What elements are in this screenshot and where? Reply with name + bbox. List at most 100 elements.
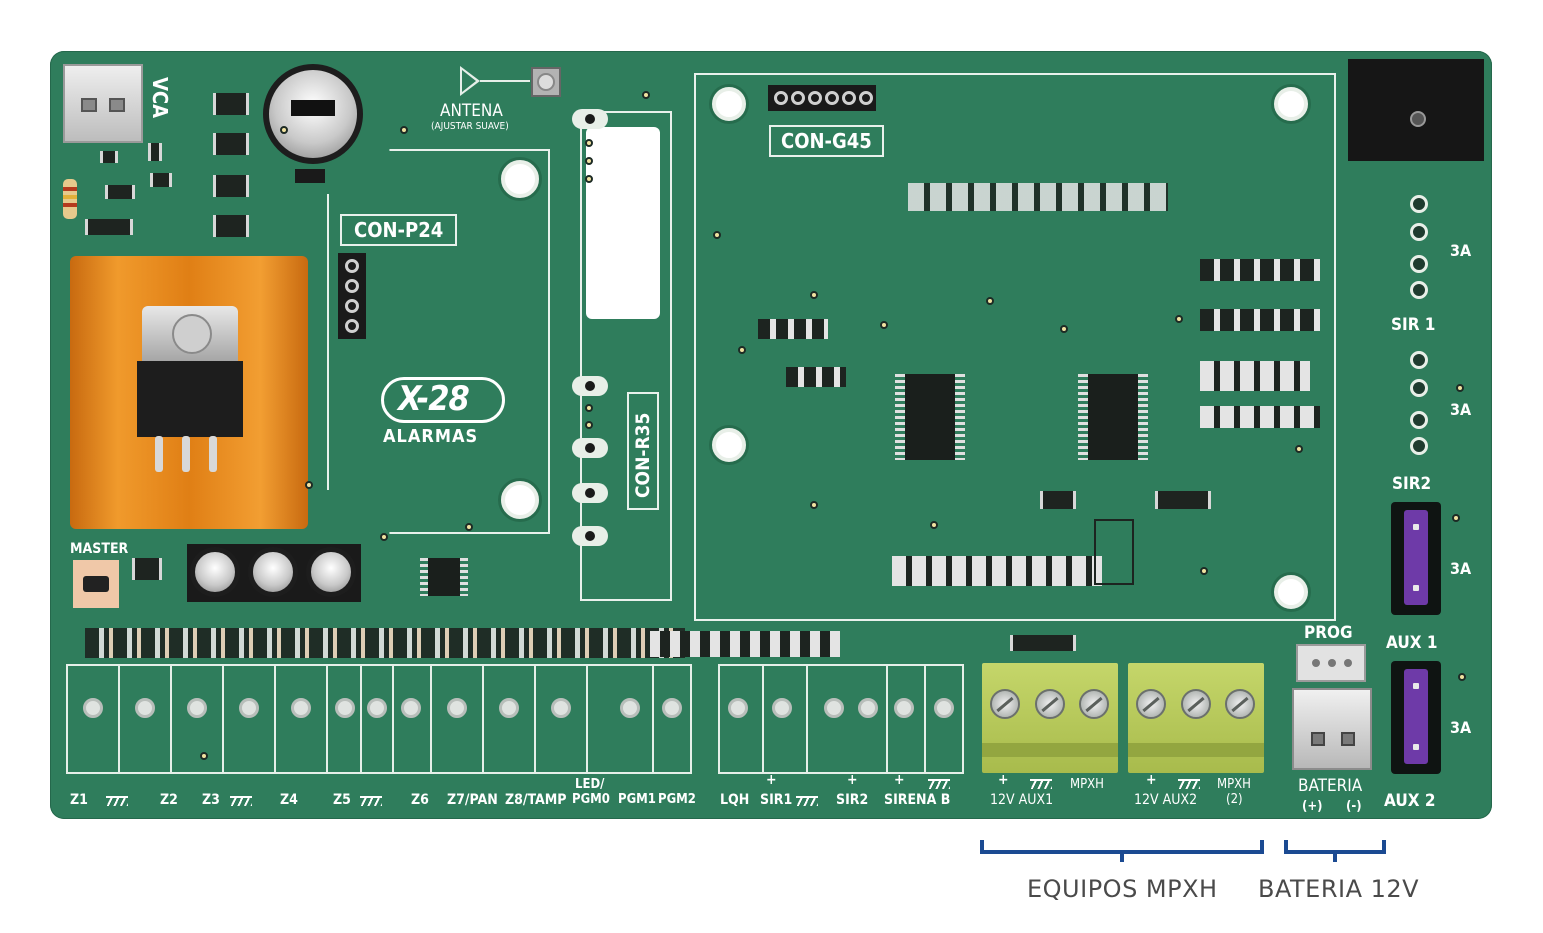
vca-connector[interactable]: [63, 64, 143, 143]
sir1-pads: [1407, 191, 1433, 301]
con-r35-white-block: [586, 127, 660, 319]
terminal-screw[interactable]: [772, 698, 792, 718]
fuse-rating-2: 3A: [1450, 400, 1472, 419]
terminal-screw[interactable]: [499, 698, 519, 718]
con-g45-header[interactable]: [768, 85, 876, 111]
smd-row: [85, 628, 685, 658]
terminal-sirena-b: SIRENA B: [884, 792, 951, 808]
terminal-z8tamp: Z8/TAMP: [505, 792, 567, 808]
terminal-screw[interactable]: [551, 698, 571, 718]
brand-logo: X-28: [381, 377, 505, 423]
con-r35-label-box: CON-R35: [627, 392, 659, 510]
ground-icon: [360, 796, 382, 806]
main-electrolytic-capacitor: [263, 64, 363, 164]
terminal-screw[interactable]: [620, 698, 640, 718]
diode: [213, 215, 249, 237]
dc-jack[interactable]: [1348, 59, 1484, 161]
terminal-plus: +: [847, 772, 858, 788]
smd-part: [150, 173, 172, 187]
ground-icon: [928, 779, 950, 789]
ground-icon: [106, 796, 128, 806]
terminal-screw[interactable]: [662, 698, 682, 718]
sir2-pads: [1407, 347, 1433, 457]
smd-part: [1155, 491, 1211, 509]
mpxh2-plus: +: [1146, 772, 1157, 788]
terminal-sir2: SIR2: [836, 792, 869, 808]
smd-part: [1010, 635, 1076, 651]
con-r35-module-outline: [580, 111, 672, 601]
con-p24-header[interactable]: [338, 253, 366, 339]
antenna-screw-terminal[interactable]: [531, 67, 561, 97]
terminal-screw[interactable]: [728, 698, 748, 718]
terminal-plus: +: [766, 772, 777, 788]
smd-part: [85, 219, 133, 235]
terminal-screw[interactable]: [135, 698, 155, 718]
smd-part: [105, 185, 135, 199]
bateria-label: BATERIA: [1298, 776, 1363, 796]
small-ic: [420, 558, 468, 596]
heatsink: [70, 256, 308, 529]
con-p24-module-outline: [327, 149, 550, 534]
terminal-screw[interactable]: [239, 698, 259, 718]
diode: [213, 175, 249, 197]
battery-connector[interactable]: [1292, 688, 1372, 770]
terminal-z1: Z1: [70, 792, 88, 808]
terminal-z2: Z2: [160, 792, 178, 808]
antena-label: ANTENA: [440, 101, 503, 121]
aux1-fuse-label: AUX 1: [1386, 633, 1438, 653]
mpxh-aux1-screw[interactable]: [1035, 689, 1065, 719]
ground-icon: [1178, 779, 1200, 789]
sir2-fuse-label: SIR2: [1392, 474, 1432, 494]
terminal-z6: Z6: [411, 792, 429, 808]
terminal-screw[interactable]: [447, 698, 467, 718]
terminal-strip-right: [718, 664, 964, 774]
terminal-screw[interactable]: [367, 698, 387, 718]
prog-connector[interactable]: [1296, 644, 1366, 682]
terminal-screw[interactable]: [894, 698, 914, 718]
terminal-sir1: SIR1: [760, 792, 793, 808]
fuse-rating-1: 3A: [1450, 241, 1472, 260]
con-g45-label: CON-G45: [769, 125, 884, 157]
capacitor-leg: [295, 169, 325, 183]
microcontroller-ic: [1078, 374, 1148, 460]
terminal-screw[interactable]: [824, 698, 844, 718]
fuse-rating-4: 3A: [1450, 718, 1472, 737]
terminal-screw[interactable]: [335, 698, 355, 718]
ground-icon: [1030, 779, 1052, 789]
terminal-screw[interactable]: [934, 698, 954, 718]
master-label: MASTER: [70, 541, 129, 557]
smd-row: [1200, 361, 1310, 391]
aux1-fuse[interactable]: [1391, 502, 1441, 615]
terminal-pgm0: PGM0: [572, 792, 610, 807]
diode: [213, 93, 249, 115]
mpxh-aux1-screw[interactable]: [990, 689, 1020, 719]
mpxh-aux2-screw[interactable]: [1225, 689, 1255, 719]
antena-note: (AJUSTAR SUAVE): [431, 121, 509, 132]
mpxh-aux1-screw[interactable]: [1079, 689, 1109, 719]
smd-row: [892, 556, 1102, 586]
capacitor: [190, 547, 240, 597]
mpxh-aux2-screw[interactable]: [1136, 689, 1166, 719]
mpxh-aux2-screw[interactable]: [1181, 689, 1211, 719]
mounting-hole: [712, 428, 746, 462]
con-g45-module-outline: [694, 73, 1336, 621]
terminal-screw[interactable]: [291, 698, 311, 718]
smd-part: [1040, 491, 1076, 509]
capacitor: [306, 547, 356, 597]
diode: [213, 133, 249, 155]
smd-part: [148, 143, 162, 161]
mpxh1-12v-aux1: 12V AUX1: [990, 792, 1054, 808]
mounting-hole: [501, 160, 539, 198]
brand-logo-text: X-28: [398, 379, 470, 419]
aux2-fuse[interactable]: [1391, 661, 1441, 774]
terminal-screw[interactable]: [401, 698, 421, 718]
terminal-screw[interactable]: [83, 698, 103, 718]
terminal-screw[interactable]: [187, 698, 207, 718]
con-p24-label: CON-P24: [340, 214, 458, 246]
resistor: [63, 179, 77, 219]
master-jumper[interactable]: [73, 560, 119, 608]
mpxh1-plus: +: [998, 772, 1009, 788]
brand-name: ALARMAS: [383, 426, 479, 447]
ground-icon: [230, 796, 252, 806]
terminal-screw[interactable]: [858, 698, 878, 718]
